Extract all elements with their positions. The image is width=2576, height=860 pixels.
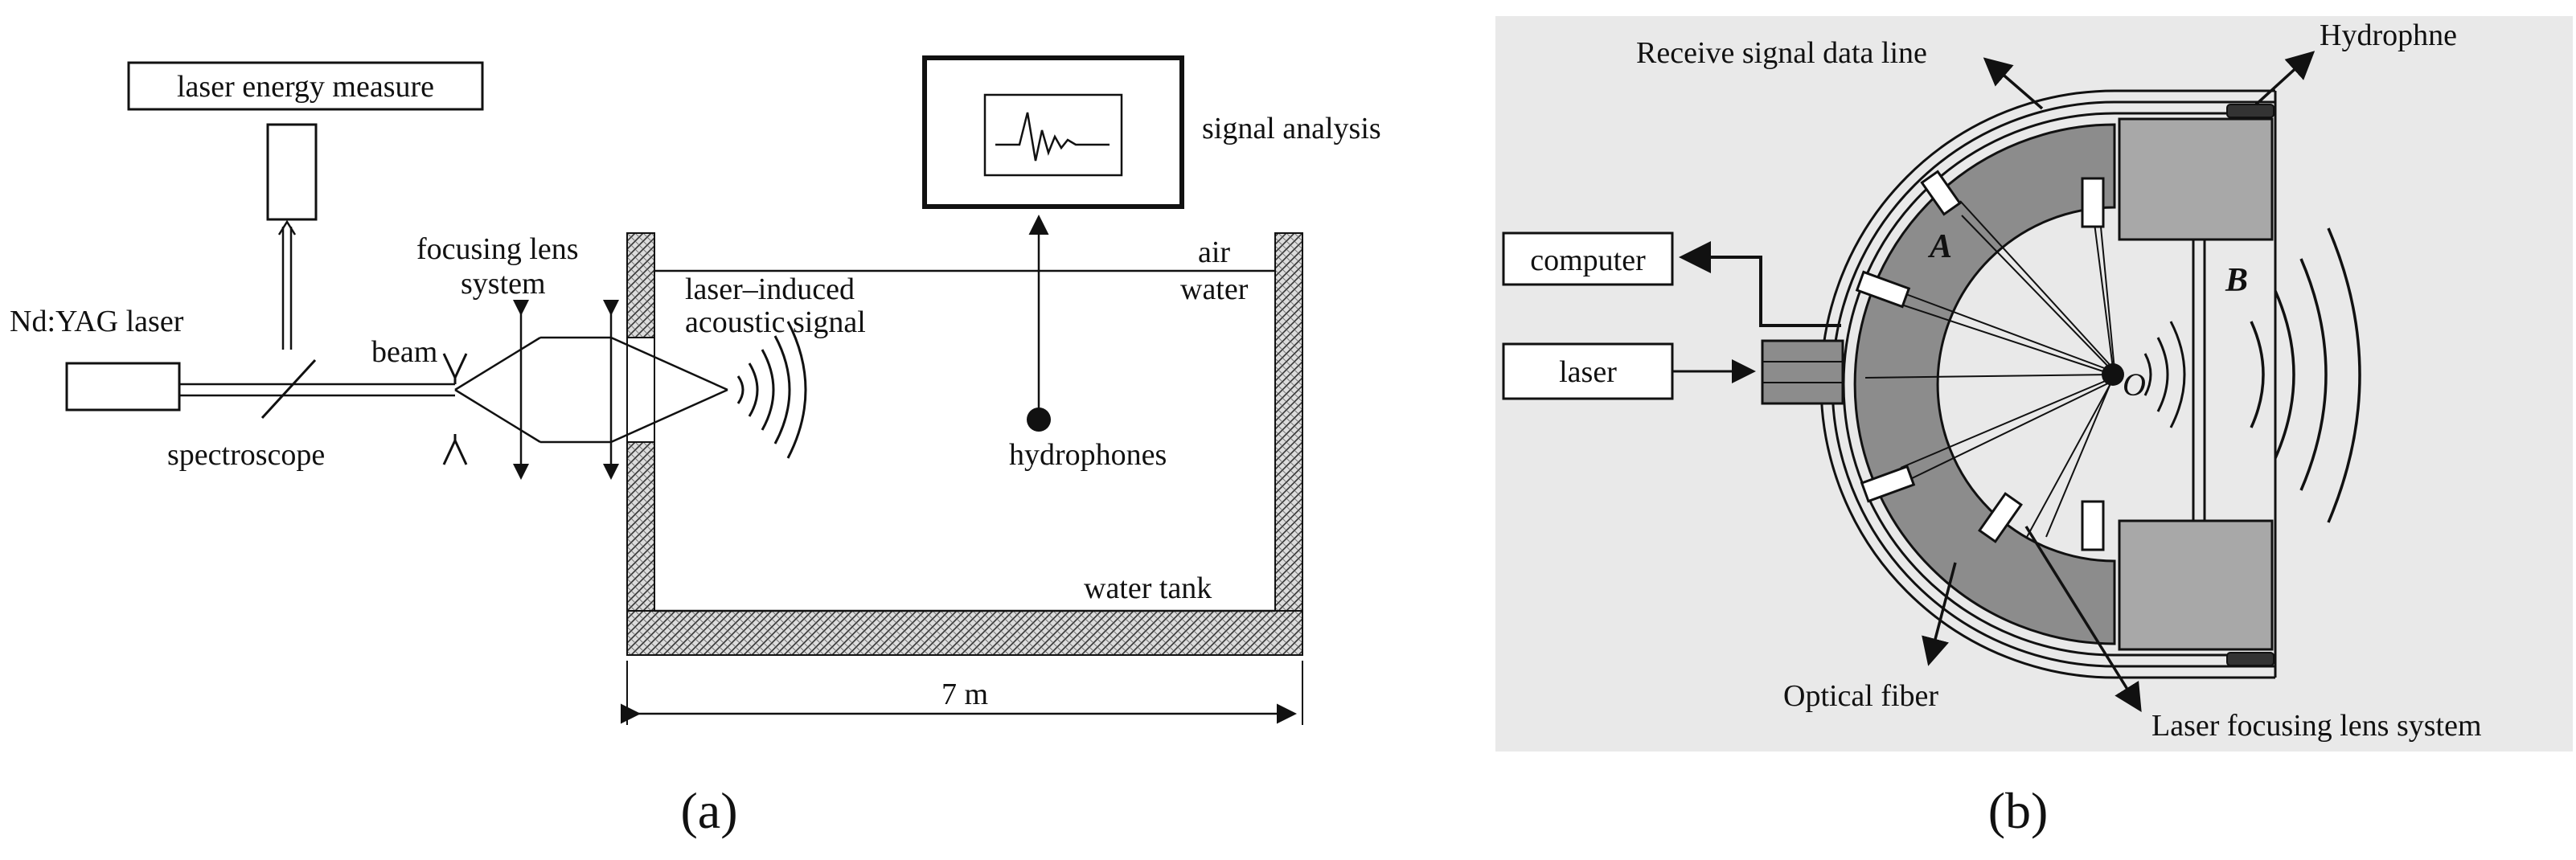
signal-waveform xyxy=(995,112,1110,162)
water-label: water xyxy=(1180,272,1249,306)
nd-yag-laser xyxy=(65,362,181,412)
laser-energy-measure-label: laser energy measure xyxy=(177,70,434,104)
panel-a-diagram: laser energy measure Nd:YAG laser spectr… xyxy=(10,55,1381,725)
computer-data-line xyxy=(1679,241,1841,327)
focusing-lens-label-line2: system xyxy=(461,267,546,301)
focus-point-o xyxy=(2102,363,2124,386)
hydrophone-cap-bottom xyxy=(2226,652,2275,666)
laser-label: laser xyxy=(1559,355,1617,389)
hydrophone-cap-top xyxy=(2226,104,2275,118)
tank-window xyxy=(626,337,655,443)
hydrophone-a xyxy=(1027,407,1051,432)
caption-a: (a) xyxy=(680,782,737,839)
receive-signal-data-line-label: Receive signal data line xyxy=(1636,36,1927,70)
laser-energy-measure-label-box xyxy=(127,61,484,111)
point-b-label: B xyxy=(2225,262,2248,299)
acoustic-waves-a xyxy=(736,321,807,459)
fiber-coupler xyxy=(1761,339,1844,405)
beam-expander-bottom xyxy=(442,434,468,465)
tank-floor xyxy=(626,610,1303,656)
air-label: air xyxy=(1198,235,1230,269)
annular-holder xyxy=(1853,123,2116,645)
spectroscope-label: spectroscope xyxy=(167,438,325,472)
nd-yag-laser-label: Nd:YAG laser xyxy=(10,305,184,338)
signal-analysis-label: signal analysis xyxy=(1202,112,1381,145)
laser-induced-label-line2: acoustic signal xyxy=(685,305,866,339)
point-a-label: A xyxy=(1927,228,1952,265)
laser-box xyxy=(1502,342,1674,400)
hydrophne-label: Hydrophne xyxy=(2320,18,2457,52)
water-tank-label: water tank xyxy=(1084,571,1212,605)
panel-b-diagram: O A B computer laser Receive signal xyxy=(1495,16,2573,751)
tank-length-label: 7 m xyxy=(941,678,988,711)
frame-block-top xyxy=(2118,117,2274,241)
hydrophones-label: hydrophones xyxy=(1009,438,1167,472)
laser-focusing-lens-system-label: Laser focusing lens system xyxy=(2151,709,2482,743)
signal-analysis-screen xyxy=(983,93,1123,177)
frame-block-bottom xyxy=(2118,519,2274,651)
computer-box xyxy=(1502,231,1674,286)
tank-wall-left xyxy=(626,232,655,338)
beam-label: beam xyxy=(371,335,437,369)
radial-laser-paths xyxy=(1864,200,2115,539)
optical-fiber-label: Optical fiber xyxy=(1783,679,1938,713)
caption-b: (b) xyxy=(1988,782,2049,839)
spectroscope xyxy=(260,358,317,420)
laser-energy-meter xyxy=(266,123,318,221)
point-o-label: O xyxy=(2123,367,2146,403)
acoustic-waves-b-inner xyxy=(2143,321,2186,428)
computer-label: computer xyxy=(1530,244,1646,277)
acoustic-waves-b-outer xyxy=(2250,227,2361,523)
focusing-lens-label-line1: focusing lens xyxy=(416,232,579,266)
laser-induced-label-line1: laser–induced xyxy=(685,272,855,306)
tank-wall-right xyxy=(1274,232,1303,656)
lens-holders xyxy=(1855,170,2105,551)
beam-expander-top xyxy=(442,353,468,384)
